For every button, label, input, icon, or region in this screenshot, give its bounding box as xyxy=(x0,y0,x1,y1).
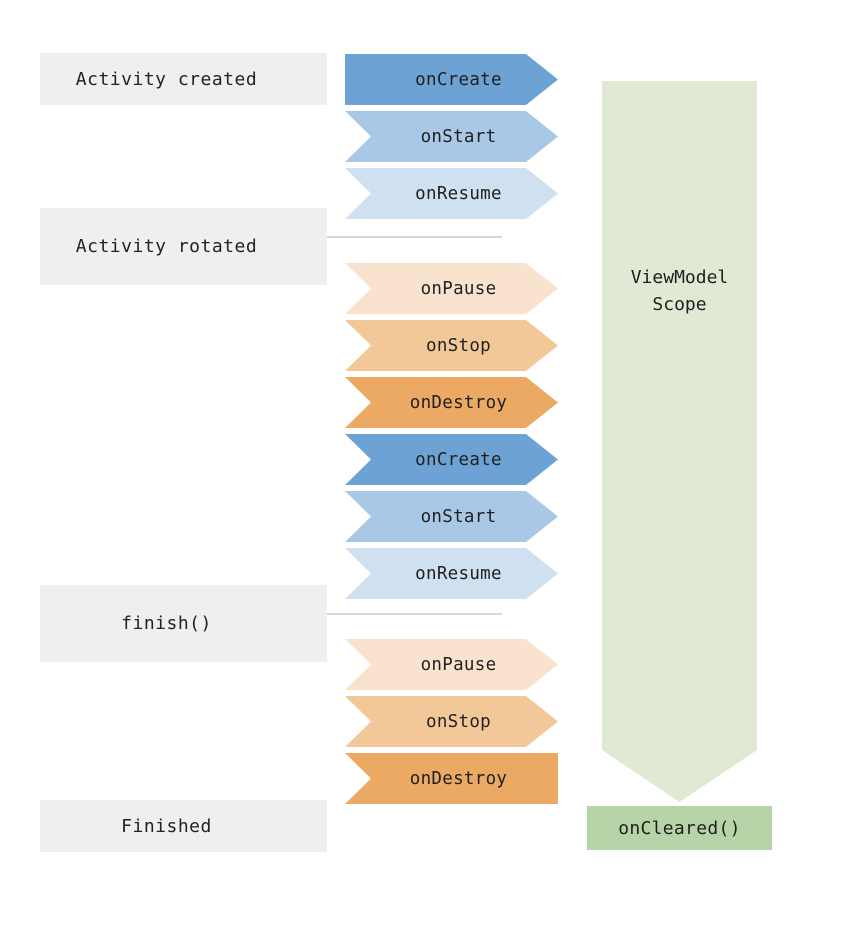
lifecycle-callback-onpause-2: onPause xyxy=(345,639,558,690)
state-label-text: Activity created xyxy=(75,68,258,90)
lifecycle-callback-ondestroy-2: onDestroy xyxy=(345,753,558,804)
lifecycle-callback-onstop-1: onStop xyxy=(345,320,558,371)
lifecycle-callback-label: onDestroy xyxy=(409,392,508,413)
connector-line-finish xyxy=(327,613,502,615)
lifecycle-callback-onresume-2: onResume xyxy=(345,548,558,599)
lifecycle-callback-label: onPause xyxy=(420,278,497,299)
lifecycle-callback-onstart-2: onStart xyxy=(345,491,558,542)
lifecycle-callback-label: onStart xyxy=(420,126,497,147)
connector-line-activity-rotated xyxy=(327,236,502,238)
on-cleared-label: onCleared() xyxy=(618,817,741,839)
lifecycle-callback-label: onStop xyxy=(425,335,491,356)
lifecycle-callback-onresume-1: onResume xyxy=(345,168,558,219)
state-label-text: finish() xyxy=(121,613,212,634)
lifecycle-callback-ondestroy-1: onDestroy xyxy=(345,377,558,428)
lifecycle-callback-label: onResume xyxy=(415,183,502,204)
lifecycle-callback-label: onStart xyxy=(420,506,497,527)
lifecycle-callback-label: onPause xyxy=(420,654,497,675)
lifecycle-callback-label: onStop xyxy=(425,711,491,732)
lifecycle-callback-oncreate-1: onCreate xyxy=(345,54,558,105)
viewmodel-scope-arrow: ViewModel Scope xyxy=(602,81,757,802)
state-label-text: Finished xyxy=(121,815,212,837)
lifecycle-callback-label: onCreate xyxy=(415,449,502,470)
lifecycle-callback-label: onResume xyxy=(415,563,502,584)
viewmodel-scope-label: ViewModel Scope xyxy=(630,267,729,315)
on-cleared-badge: onCleared() xyxy=(587,806,772,850)
lifecycle-callback-onpause-1: onPause xyxy=(345,263,558,314)
lifecycle-callback-label: onCreate xyxy=(415,69,502,90)
lifecycle-callback-onstart-1: onStart xyxy=(345,111,558,162)
lifecycle-callback-oncreate-2: onCreate xyxy=(345,434,558,485)
lifecycle-callback-onstop-2: onStop xyxy=(345,696,558,747)
state-label-text: Activity rotated xyxy=(75,236,258,257)
state-label-activity-created: Activity created xyxy=(40,53,327,105)
state-label-finish: finish() xyxy=(40,585,327,662)
lifecycle-callback-label: onDestroy xyxy=(409,768,508,789)
state-label-finished: Finished xyxy=(40,800,327,852)
state-label-activity-rotated: Activity rotated xyxy=(40,208,327,285)
